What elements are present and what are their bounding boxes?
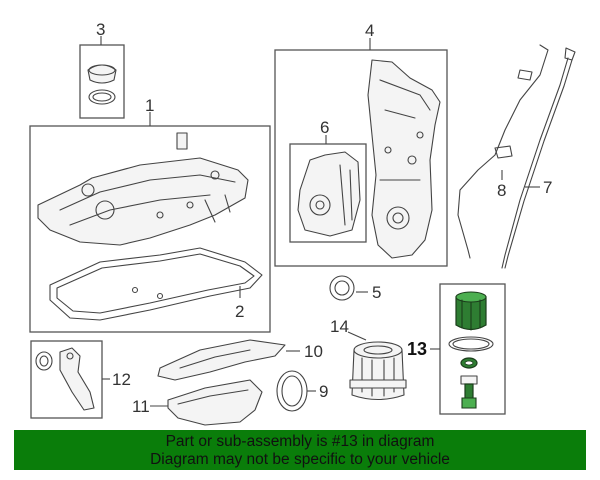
- callout-8: 8: [497, 181, 506, 200]
- callout-11: 11: [132, 397, 150, 416]
- part-6-box: [289, 143, 367, 243]
- callout-7: 7: [543, 178, 552, 197]
- part-10-oil-pan-baffle[interactable]: [157, 339, 300, 381]
- part-5-o-ring[interactable]: [329, 275, 368, 301]
- callout-3: 3: [96, 20, 105, 39]
- callout-2: 2: [235, 302, 244, 321]
- part-2-cover-gasket[interactable]: [49, 247, 263, 321]
- banner-line-1: Part or sub-assembly is #13 in diagram: [165, 433, 435, 450]
- info-banner: Part or sub-assembly is #13 in diagram D…: [14, 430, 586, 470]
- callout-14: 14: [330, 317, 349, 336]
- part-9-gasket[interactable]: [276, 370, 316, 412]
- callout-6: 6: [320, 118, 329, 137]
- part-8-dipstick-guide[interactable]: [457, 44, 549, 259]
- callout-4: 4: [365, 21, 374, 40]
- banner-line-2: Diagram may not be specific to your vehi…: [150, 451, 450, 468]
- callout-1: 1: [145, 96, 154, 115]
- part-12-oil-pressure-sensor[interactable]: [30, 340, 110, 419]
- part-7-oil-dipstick[interactable]: [501, 47, 576, 269]
- callout-5: 5: [372, 283, 381, 302]
- part-11-oil-pan[interactable]: [150, 379, 263, 426]
- part-3-oil-filler-cap[interactable]: [79, 36, 125, 119]
- callout-12: 12: [112, 370, 131, 389]
- part-14-oil-filter-cap[interactable]: [347, 331, 407, 401]
- callout-10: 10: [304, 342, 323, 361]
- callout-9: 9: [319, 382, 328, 401]
- part-13-oil-filter-element[interactable]: [430, 283, 506, 415]
- part-3-box: [79, 44, 125, 119]
- part-1-cylinder-head-cover[interactable]: [29, 112, 271, 333]
- part-4-timing-chain-cover[interactable]: [274, 38, 448, 267]
- part-4-box: [274, 49, 448, 267]
- callout-13: 13: [407, 339, 427, 359]
- part-6-water-pump[interactable]: [289, 135, 367, 243]
